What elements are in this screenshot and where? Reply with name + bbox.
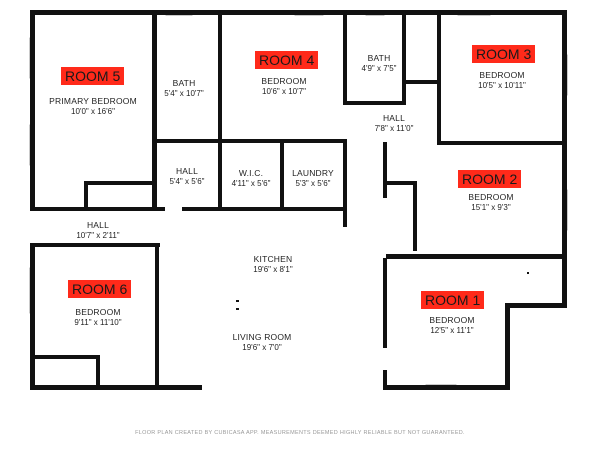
wall-top bbox=[30, 10, 566, 15]
room-1-name: BEDROOM bbox=[429, 315, 475, 325]
bath-1-name: BATH bbox=[172, 78, 196, 88]
room-2-dims: 15'1" x 9'3" bbox=[471, 203, 511, 212]
wall-right-notch-v bbox=[505, 303, 510, 390]
hall-center-label: HALL 7'8" x 11'0" bbox=[375, 113, 414, 134]
hall-small-name: HALL bbox=[175, 166, 199, 176]
wall-left-lower bbox=[30, 243, 35, 390]
wall-room2-closet-v bbox=[413, 181, 417, 251]
wall-bath2-right bbox=[402, 10, 406, 105]
room-1-dims: 12'5" x 11'1" bbox=[430, 326, 474, 335]
kitchen-name: KITCHEN bbox=[253, 254, 293, 264]
wall-hall-bottom bbox=[30, 243, 160, 247]
wall-right-lower bbox=[562, 250, 567, 308]
wall-room4-bottom bbox=[275, 139, 347, 143]
wic-label: W.I.C. 4'11" x 5'6" bbox=[232, 168, 271, 189]
walls bbox=[30, 10, 567, 390]
wall-bottom-right bbox=[386, 385, 508, 390]
kitchen-dims: 19'6" x 8'1" bbox=[253, 265, 293, 274]
door-marks bbox=[236, 272, 529, 310]
wall-room3-left bbox=[437, 10, 441, 145]
wall-room6-closet-h bbox=[30, 355, 100, 359]
room-5-tag: ROOM 5 bbox=[61, 67, 125, 85]
room-2-label: BEDROOM 15'1" x 9'3" bbox=[468, 192, 513, 213]
room-6-dims: 9'11" x 11'10" bbox=[74, 318, 122, 327]
living-room-dims: 19'6" x 7'0" bbox=[242, 343, 282, 352]
room-6-tag: ROOM 6 bbox=[68, 280, 132, 298]
door-mark bbox=[527, 272, 529, 274]
wic-name: W.I.C. bbox=[238, 168, 264, 178]
room-5-dims: 10'0" x 16'6" bbox=[71, 107, 115, 116]
wic-dims: 4'11" x 5'6" bbox=[231, 179, 271, 188]
room-3-dims: 10'5" x 10'11" bbox=[478, 81, 526, 90]
room-4-label: BEDROOM 10'6" x 10'7" bbox=[261, 76, 306, 97]
laundry-name: LAUNDRY bbox=[292, 168, 334, 178]
room-1-label: BEDROOM 12'5" x 11'1" bbox=[429, 315, 474, 336]
room-2-name: BEDROOM bbox=[468, 192, 514, 202]
wall-wic-right bbox=[280, 141, 284, 210]
wall-bottom-left bbox=[30, 385, 202, 390]
hall-left-dims: 10'7" x 2'11" bbox=[76, 231, 120, 240]
wall-bath2-bottom bbox=[343, 101, 405, 105]
wall-room2-closet bbox=[383, 181, 417, 185]
living-room-label: LIVING ROOM 19'6" x 7'0" bbox=[233, 332, 292, 353]
hall-left-label: HALL 10'7" x 2'11" bbox=[76, 220, 119, 241]
room-3-label: BEDROOM 10'5" x 10'11" bbox=[478, 70, 526, 91]
room-3-name: BEDROOM bbox=[479, 70, 525, 80]
door-mark bbox=[236, 300, 239, 302]
bath-1-dims: 5'4" x 10'7" bbox=[164, 89, 204, 98]
wall-laundry-right bbox=[343, 141, 347, 227]
wall-room6-right bbox=[155, 243, 159, 390]
room-6-label: BEDROOM 9'11" x 11'10" bbox=[74, 307, 121, 328]
kitchen-label: KITCHEN 19'6" x 8'1" bbox=[253, 254, 292, 275]
room-1-tag: ROOM 1 bbox=[421, 291, 485, 309]
room-5-name: PRIMARY BEDROOM bbox=[49, 96, 137, 106]
bath-2-label: BATH 4'9" x 7'5" bbox=[362, 53, 397, 74]
wall-left-upper bbox=[30, 10, 35, 210]
bath-2-name: BATH bbox=[367, 53, 391, 63]
wall-room6-closet-v bbox=[96, 355, 100, 390]
wall-room2-bottom bbox=[386, 254, 567, 259]
room-5-label: PRIMARY BEDROOM 10'0" x 16'6" bbox=[49, 96, 137, 117]
wall-small-row-bottom bbox=[182, 207, 347, 211]
bath-1-label: BATH 5'4" x 10'7" bbox=[164, 78, 203, 99]
wall-room5-bottom bbox=[86, 181, 157, 185]
hall-small-dims: 5'4" x 5'6" bbox=[169, 177, 205, 186]
disclaimer-footer: FLOOR PLAN CREATED BY CUBICASA APP. MEAS… bbox=[135, 430, 465, 436]
hall-center-name: HALL bbox=[382, 113, 406, 123]
hall-left-name: HALL bbox=[86, 220, 110, 230]
wall-room3-notch bbox=[406, 80, 441, 84]
wall-bath1-right bbox=[218, 10, 222, 210]
room-4-dims: 10'6" x 10'7" bbox=[262, 87, 306, 96]
room-4-tag: ROOM 4 bbox=[255, 51, 319, 69]
wall-room5-right bbox=[152, 10, 157, 210]
wall-right-notch-h bbox=[505, 303, 567, 308]
wall-room1-left bbox=[383, 258, 387, 348]
laundry-label: LAUNDRY 5'3" x 5'6" bbox=[292, 168, 334, 189]
hall-small-label: HALL 5'4" x 5'6" bbox=[170, 166, 205, 187]
wall-room2-left bbox=[383, 142, 387, 198]
room-2-tag: ROOM 2 bbox=[458, 170, 522, 188]
wall-room1-left-2 bbox=[383, 370, 387, 390]
wall-room5-closet bbox=[84, 181, 88, 210]
room-3-tag: ROOM 3 bbox=[472, 45, 536, 63]
wall-bath1-bottom bbox=[152, 139, 278, 143]
living-room-name: LIVING ROOM bbox=[232, 332, 292, 342]
wall-right-upper bbox=[562, 10, 567, 258]
wall-room3-bottom bbox=[437, 141, 567, 145]
room-4-name: BEDROOM bbox=[261, 76, 307, 86]
wall-room4-right bbox=[343, 10, 347, 103]
room-6-name: BEDROOM bbox=[75, 307, 121, 317]
laundry-dims: 5'3" x 5'6" bbox=[295, 179, 331, 188]
hall-center-dims: 7'8" x 11'0" bbox=[374, 124, 414, 133]
wall-hall-top bbox=[30, 207, 165, 211]
bath-2-dims: 4'9" x 7'5" bbox=[361, 64, 397, 73]
door-mark bbox=[236, 308, 239, 310]
